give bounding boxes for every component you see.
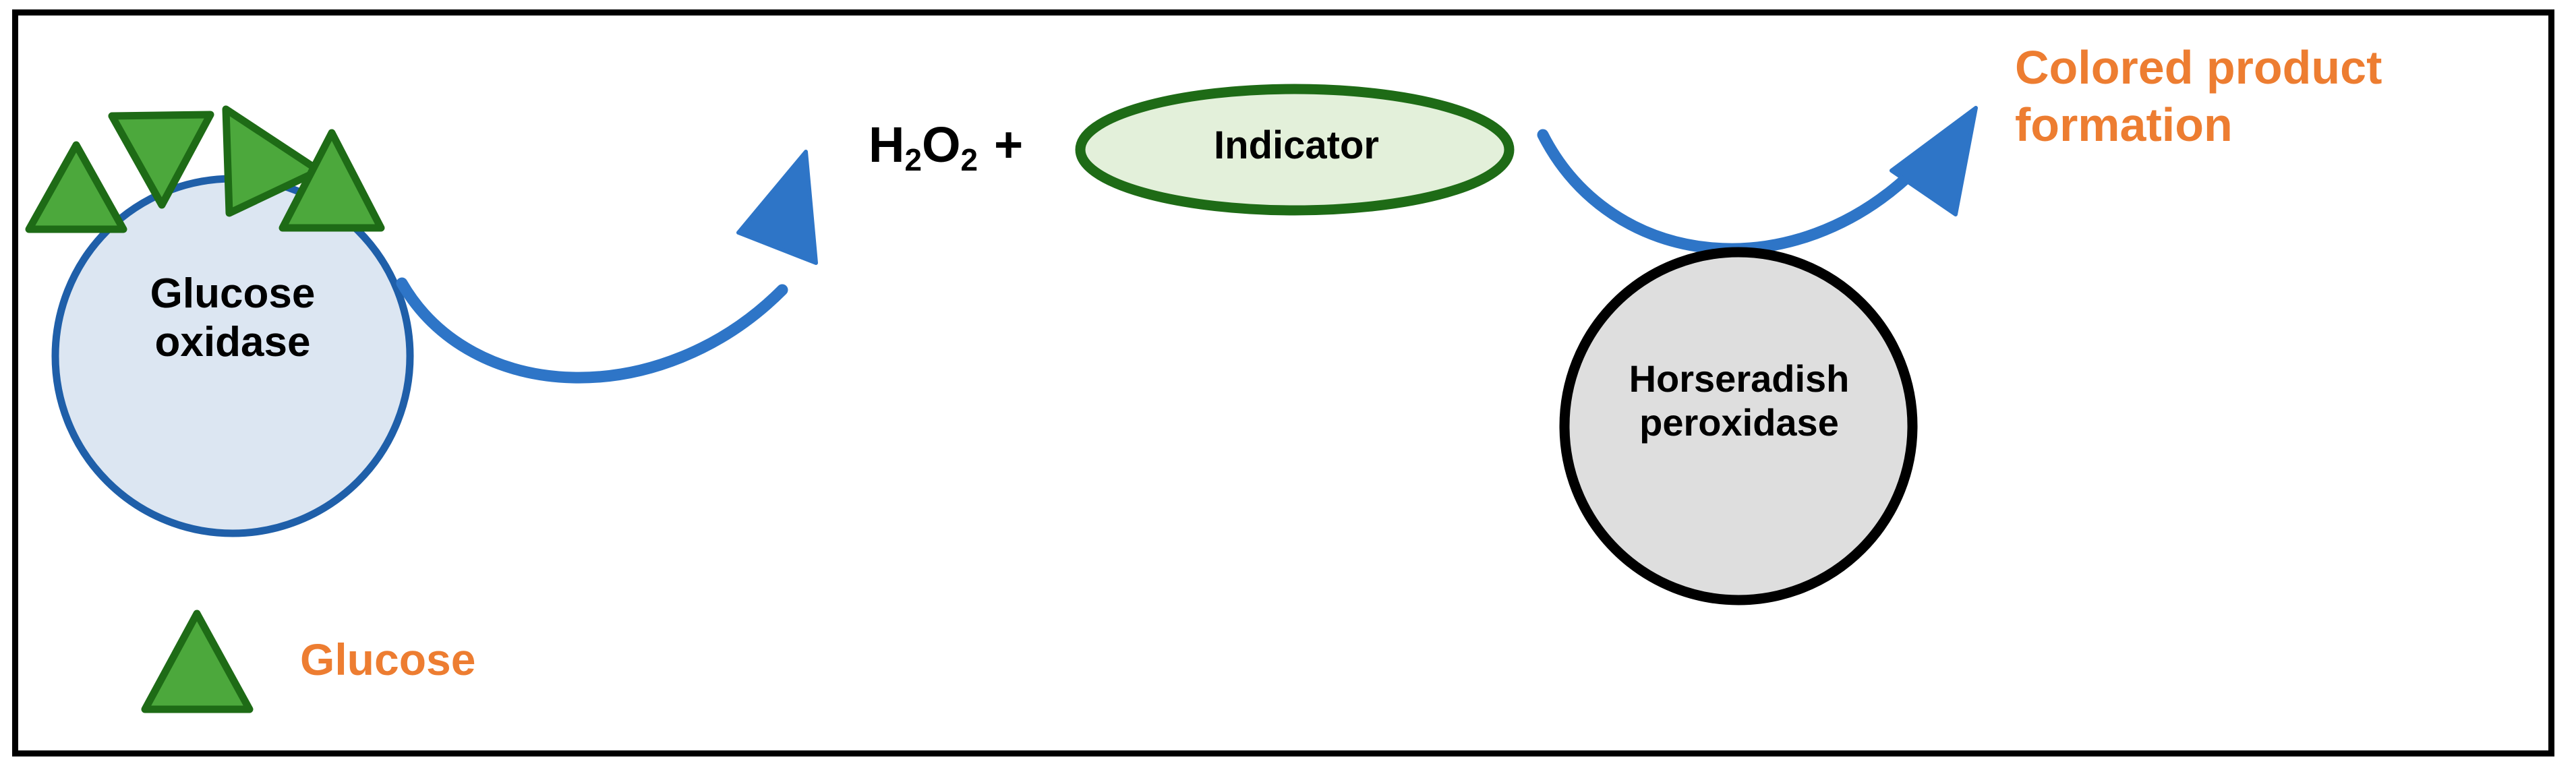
glucose-triangle-2 [108, 111, 214, 209]
colored-product-line1: Colored product [2015, 41, 2382, 94]
formula-o-subscript: 2 [960, 142, 978, 177]
formula-h: H [869, 117, 905, 173]
colored-product-line2: formation [2015, 98, 2233, 152]
hydrogen-peroxide-formula: H2O2+ [869, 120, 1023, 176]
glucose-triangle-3 [222, 105, 323, 217]
glucose-triangle-4 [279, 129, 385, 232]
legend-glucose-label: Glucose [300, 634, 476, 684]
glucose-triangle-1 [25, 141, 127, 233]
diagram-frame-border [12, 9, 2554, 756]
horseradish-peroxidase-circle [1559, 247, 1918, 605]
arrow-glucose-to-h2o2 [396, 150, 818, 384]
arrow-indicator-to-product [1537, 106, 1978, 255]
indicator-ellipse [1075, 84, 1515, 216]
formula-plus-sign: + [994, 117, 1024, 173]
formula-h-subscript: 2 [904, 142, 922, 177]
legend-glucose-triangle [141, 610, 254, 713]
formula-o: O [921, 117, 961, 173]
